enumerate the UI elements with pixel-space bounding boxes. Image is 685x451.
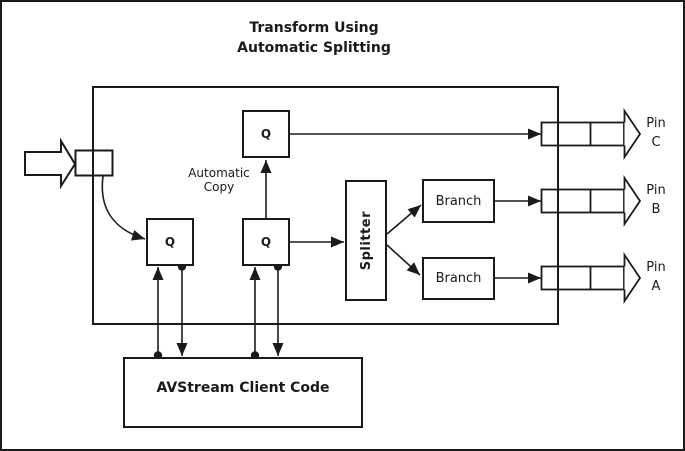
pin-c-label-line2: C xyxy=(651,135,661,150)
client-connector-pair-mid-q xyxy=(249,262,284,360)
automatic-copy-line1: Automatic xyxy=(188,166,250,180)
pin-b-label-line2: B xyxy=(651,202,661,217)
input-flow-arrow xyxy=(24,137,77,190)
pin-c-label: Pin C xyxy=(633,114,679,152)
pin-a-label-line2: A xyxy=(651,279,661,294)
automatic-copy-annotation: Automatic Copy xyxy=(179,166,259,194)
queue-box-mid: Q xyxy=(242,218,290,266)
pin-b-label-line1: Pin xyxy=(646,183,666,198)
pin-c-queue-glyph xyxy=(540,108,642,160)
pin-a-label-line1: Pin xyxy=(646,260,666,275)
queue-box-mid-label: Q xyxy=(260,235,272,249)
pin-b-label: Pin B xyxy=(633,181,679,219)
pin-a-label: Pin A xyxy=(633,258,679,296)
diagram-title-line1: Transform Using xyxy=(249,20,379,36)
branch-box-1-label: Branch xyxy=(435,193,482,209)
branch-box-1: Branch xyxy=(422,179,495,223)
branch-box-2-label: Branch xyxy=(435,271,482,286)
queue-box-copy-label: Q xyxy=(260,127,272,141)
client-code-label: AVStream Client Code xyxy=(156,379,330,396)
diagram-title: Transform Using Automatic Splitting xyxy=(134,18,494,58)
pin-b-queue-glyph xyxy=(540,175,642,227)
input-to-queue-curved-arrow xyxy=(101,175,146,241)
queue-box-copy: Q xyxy=(242,110,290,158)
splitter-label: Splitter xyxy=(358,210,374,271)
queue-box-left: Q xyxy=(146,218,194,266)
input-queue-slot xyxy=(74,149,114,177)
filter-boundary-box xyxy=(92,86,559,325)
queue-box-left-label: Q xyxy=(164,235,176,249)
pin-c-label-line1: Pin xyxy=(646,116,666,131)
splitter-to-branch-2-connector xyxy=(386,244,421,276)
client-connector-pair-left-q xyxy=(152,262,188,360)
branch-box-2: Branch xyxy=(422,257,495,300)
client-code-box: AVStream Client Code xyxy=(123,357,363,428)
automatic-copy-line2: Copy xyxy=(203,180,235,194)
splitter-to-branch-1-connector xyxy=(386,204,422,235)
pin-a-queue-glyph xyxy=(540,252,642,304)
diagram-title-line2: Automatic Splitting xyxy=(237,40,391,56)
splitter-box: Splitter xyxy=(345,180,387,301)
